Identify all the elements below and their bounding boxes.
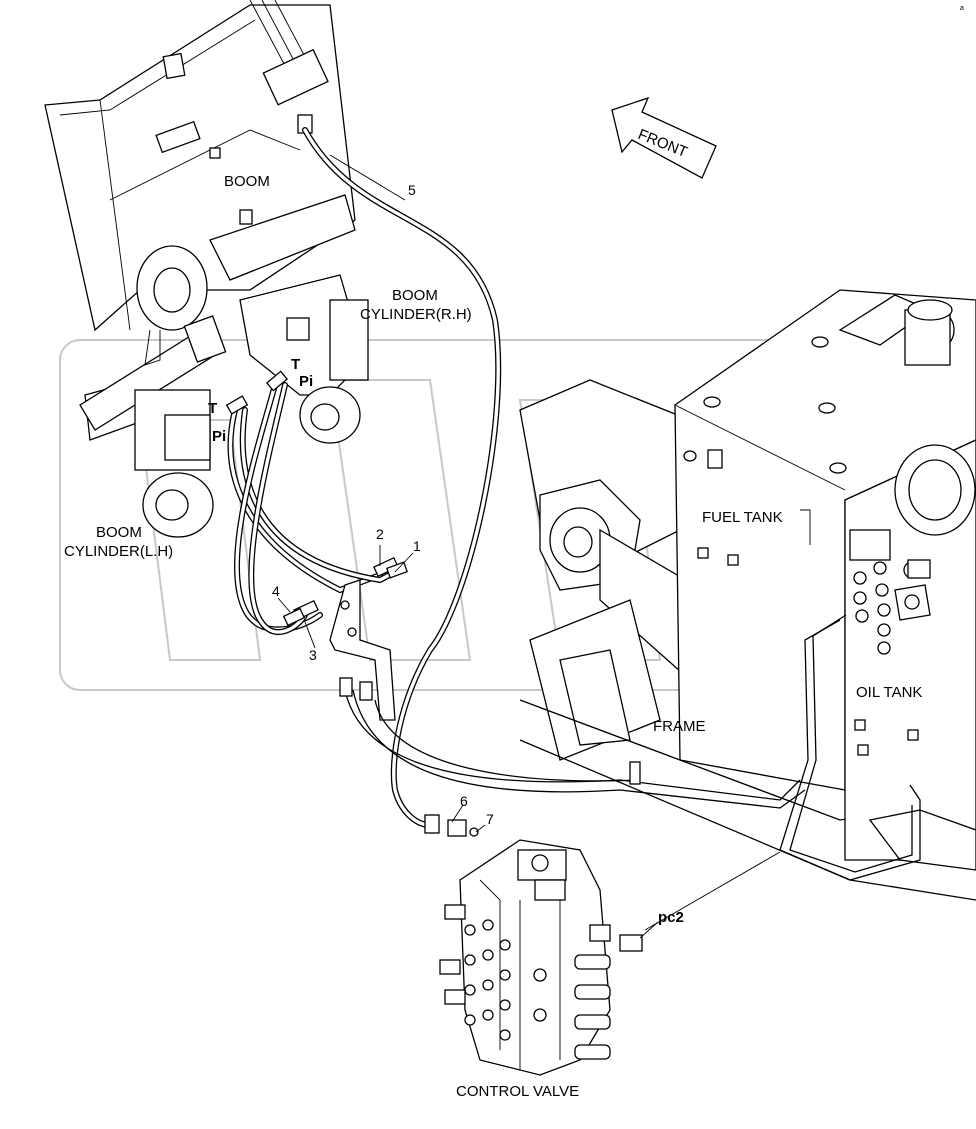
oil-tank-label: OIL TANK <box>856 684 922 701</box>
boom-cylinder-lh-label-1: BOOM <box>96 524 142 541</box>
oil-tank <box>844 439 976 871</box>
callout-1: 1 <box>413 538 421 554</box>
callout-2: 2 <box>376 526 384 542</box>
leader-lines <box>277 154 659 939</box>
hose-5 <box>302 127 502 828</box>
port-pi-lh-label: Pi <box>212 428 226 445</box>
callout-5: 5 <box>408 182 416 198</box>
port-t-rh-label: T <box>291 356 300 373</box>
boom-cylinder-rh-label-2: CYLINDER(R.H) <box>360 306 472 323</box>
front-arrow-icon: FRONT <box>611 96 717 179</box>
port-t-lh-label: T <box>208 400 217 417</box>
callout-6: 6 <box>460 793 468 809</box>
fuel-tank <box>674 289 976 791</box>
callout-numbers: 5 1 2 4 3 6 7 <box>272 182 494 827</box>
boom <box>44 0 356 441</box>
fuel-tank-label: FUEL TANK <box>702 509 783 526</box>
frame-label: FRAME <box>653 718 706 735</box>
boom-label: BOOM <box>224 173 270 190</box>
boom-cylinder-lh <box>134 329 214 538</box>
control-valve-label: CONTROL VALVE <box>456 1083 579 1100</box>
callout-3: 3 <box>309 647 317 663</box>
callout-4: 4 <box>272 583 280 599</box>
callout-7: 7 <box>486 811 494 827</box>
fittings-6-7 <box>424 814 479 837</box>
pc2-port-label: pc2 <box>658 909 684 926</box>
boom-cylinder-rh <box>183 274 369 444</box>
boom-cylinder-rh-label-1: BOOM <box>392 287 438 304</box>
boom-cylinder-lh-label-2: CYLINDER(L.H) <box>64 543 173 560</box>
corner-mark: a <box>960 5 964 12</box>
control-valve <box>439 839 643 1076</box>
port-pi-rh-label: Pi <box>299 373 313 390</box>
labels: BOOM BOOM CYLINDER(R.H) BOOM CYLINDER(L.… <box>64 5 964 1100</box>
bracket-and-lines <box>329 579 921 931</box>
